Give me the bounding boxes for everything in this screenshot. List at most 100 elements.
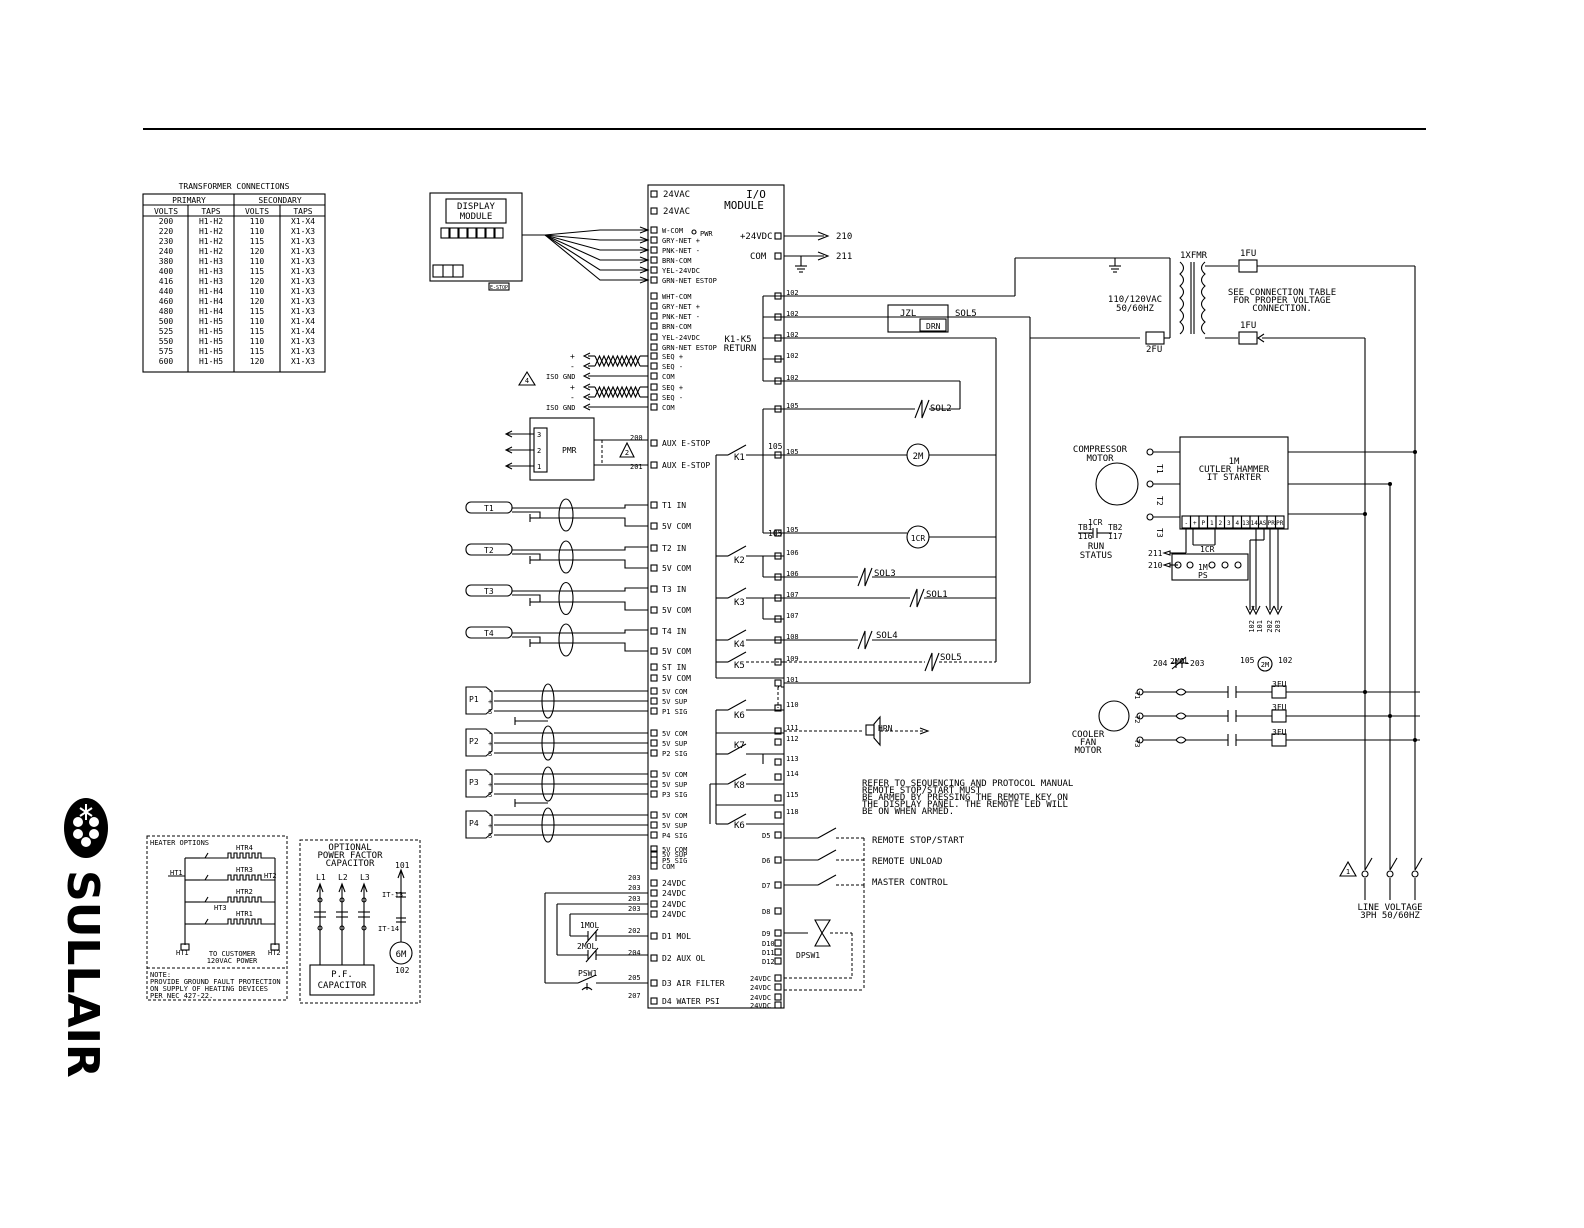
terminal <box>650 246 658 254</box>
io-seq-label: SEQ - <box>662 394 683 402</box>
wire-number: 102 <box>786 310 799 318</box>
pf-line-label: L1 <box>316 873 326 882</box>
wire-number: 102 <box>786 374 799 382</box>
terminal <box>774 907 782 915</box>
switch-label: MASTER CONTROL <box>872 878 948 888</box>
wire-number: 105 <box>786 448 799 456</box>
starter-terminal-label: 4 <box>1235 520 1239 527</box>
table-cell: H1-H5 <box>199 347 223 356</box>
m-coil-102: 102 <box>1278 656 1293 665</box>
heater-title: HEATER OPTIONS <box>150 839 209 847</box>
plus-label: + <box>570 352 575 361</box>
fuse-3fu-b: 3FU <box>1272 703 1287 712</box>
io-pressure-label: P1 SIG <box>662 708 687 716</box>
switch-label: REMOTE UNLOAD <box>872 857 942 867</box>
table-cell: X1-X3 <box>291 277 315 286</box>
starter-terminal-label: 13 <box>1242 520 1250 527</box>
compressor-label: COMPRESSOR <box>1073 445 1128 455</box>
starter-terminal-label: 14 <box>1251 520 1259 527</box>
io-seq-label: SEQ + <box>662 384 683 392</box>
remote-note-line: BE ARMED BY PRESSING THE REMOTE KEY ON <box>862 793 1068 803</box>
m-coil-105: 105 <box>1240 656 1255 665</box>
terminal <box>650 302 658 310</box>
io-power-label: 24VDC <box>750 975 771 983</box>
table-cell: 220 <box>159 227 174 236</box>
shield <box>541 766 555 802</box>
io-aux-label: AUX E-STOP <box>662 439 710 448</box>
terminal <box>774 983 782 991</box>
terminal <box>774 993 782 1001</box>
terminal <box>650 276 658 284</box>
terminal <box>650 585 658 593</box>
wire-number: 105 <box>768 442 783 451</box>
pmr-terminal: 1 <box>537 463 541 471</box>
temp-probe-label: T2 <box>484 546 494 555</box>
m-coil-2m: 2M <box>1261 661 1269 669</box>
io-temp-label: 5V COM <box>662 647 691 656</box>
wire-number: 207 <box>628 992 641 1000</box>
ps-cr: 1CR <box>1200 545 1215 554</box>
terminal <box>650 372 658 380</box>
display-module: DISPLAY MODULE E-STOP <box>429 192 523 291</box>
table-cell: 110 <box>250 287 265 296</box>
terminal <box>650 393 658 401</box>
wire-number: 105 <box>786 526 799 534</box>
pmr-terminal: 3 <box>537 431 541 439</box>
io-net-label: YEL-24VDC <box>662 267 700 275</box>
pf-line-label: L3 <box>360 873 370 882</box>
pin-label: - <box>488 812 492 820</box>
io-net-label: YEL-24VDC <box>662 334 700 342</box>
fuse-2fu: 2FU <box>1146 345 1162 355</box>
temp-probe-label: T1 <box>484 504 494 513</box>
terminal <box>650 266 658 274</box>
wire-number: 115 <box>786 791 799 799</box>
io-digital-label: D4 WATER PSI <box>662 997 720 1006</box>
table-cell: H1-H3 <box>199 277 223 286</box>
heater-customer-2: 120VAC POWER <box>207 957 258 965</box>
heater-label: HTR4 <box>236 844 253 852</box>
temp-probe-label: T4 <box>484 629 494 638</box>
table-cell: H1-H4 <box>199 287 223 296</box>
heater-label: HTR2 <box>236 888 253 896</box>
pmr-terminal: 2 <box>537 447 541 455</box>
k-return-label: K1-K5 <box>724 335 751 345</box>
disconnect-switch <box>1389 857 1398 900</box>
table-cell: 110 <box>250 227 265 236</box>
wire-number: 111 <box>786 724 799 732</box>
relay-label: K1 <box>734 453 745 463</box>
network-wire <box>522 234 648 251</box>
io-input-label: D6 <box>762 857 770 865</box>
starter-terminal-label: + <box>1193 520 1197 527</box>
disconnect-switch <box>1364 857 1373 900</box>
table-cell: 600 <box>159 357 174 366</box>
fuse-3fu-c: 3FU <box>1272 728 1287 737</box>
terminal <box>650 522 658 530</box>
heater-terminal: HT2 <box>264 872 277 880</box>
table-cell: H1-H2 <box>199 237 223 246</box>
pf-102: 102 <box>395 966 410 975</box>
shield <box>558 498 574 532</box>
terminal <box>774 727 782 735</box>
heater-note-3: ON SUPPLY OF HEATING DEVICES <box>150 985 268 993</box>
terminal <box>650 687 658 695</box>
table-cell: H1-H4 <box>199 297 223 306</box>
table-cell: 115 <box>250 347 265 356</box>
table-cell: X1-X3 <box>291 357 315 366</box>
pin-label: - <box>488 771 492 779</box>
pf-title-3: CAPACITOR <box>326 859 375 869</box>
starter-terminal-label: 1 <box>1210 520 1214 527</box>
network-wire <box>522 229 648 236</box>
io-temp-label: ST IN <box>662 663 686 672</box>
sol2-label: SOL2 <box>930 404 952 414</box>
ps-label: PS <box>1198 571 1208 580</box>
wire-number: 203 <box>628 874 641 882</box>
terminal <box>650 403 658 411</box>
io-right-label: +24VDC <box>740 232 773 242</box>
table-cell: X1-X3 <box>291 227 315 236</box>
heater-label: HTR3 <box>236 866 253 874</box>
col-header: TAPS <box>293 207 312 216</box>
table-cell: X1-X4 <box>291 327 315 336</box>
status-label: STATUS <box>1080 551 1113 561</box>
io-power-label: 24VDC <box>662 900 686 909</box>
